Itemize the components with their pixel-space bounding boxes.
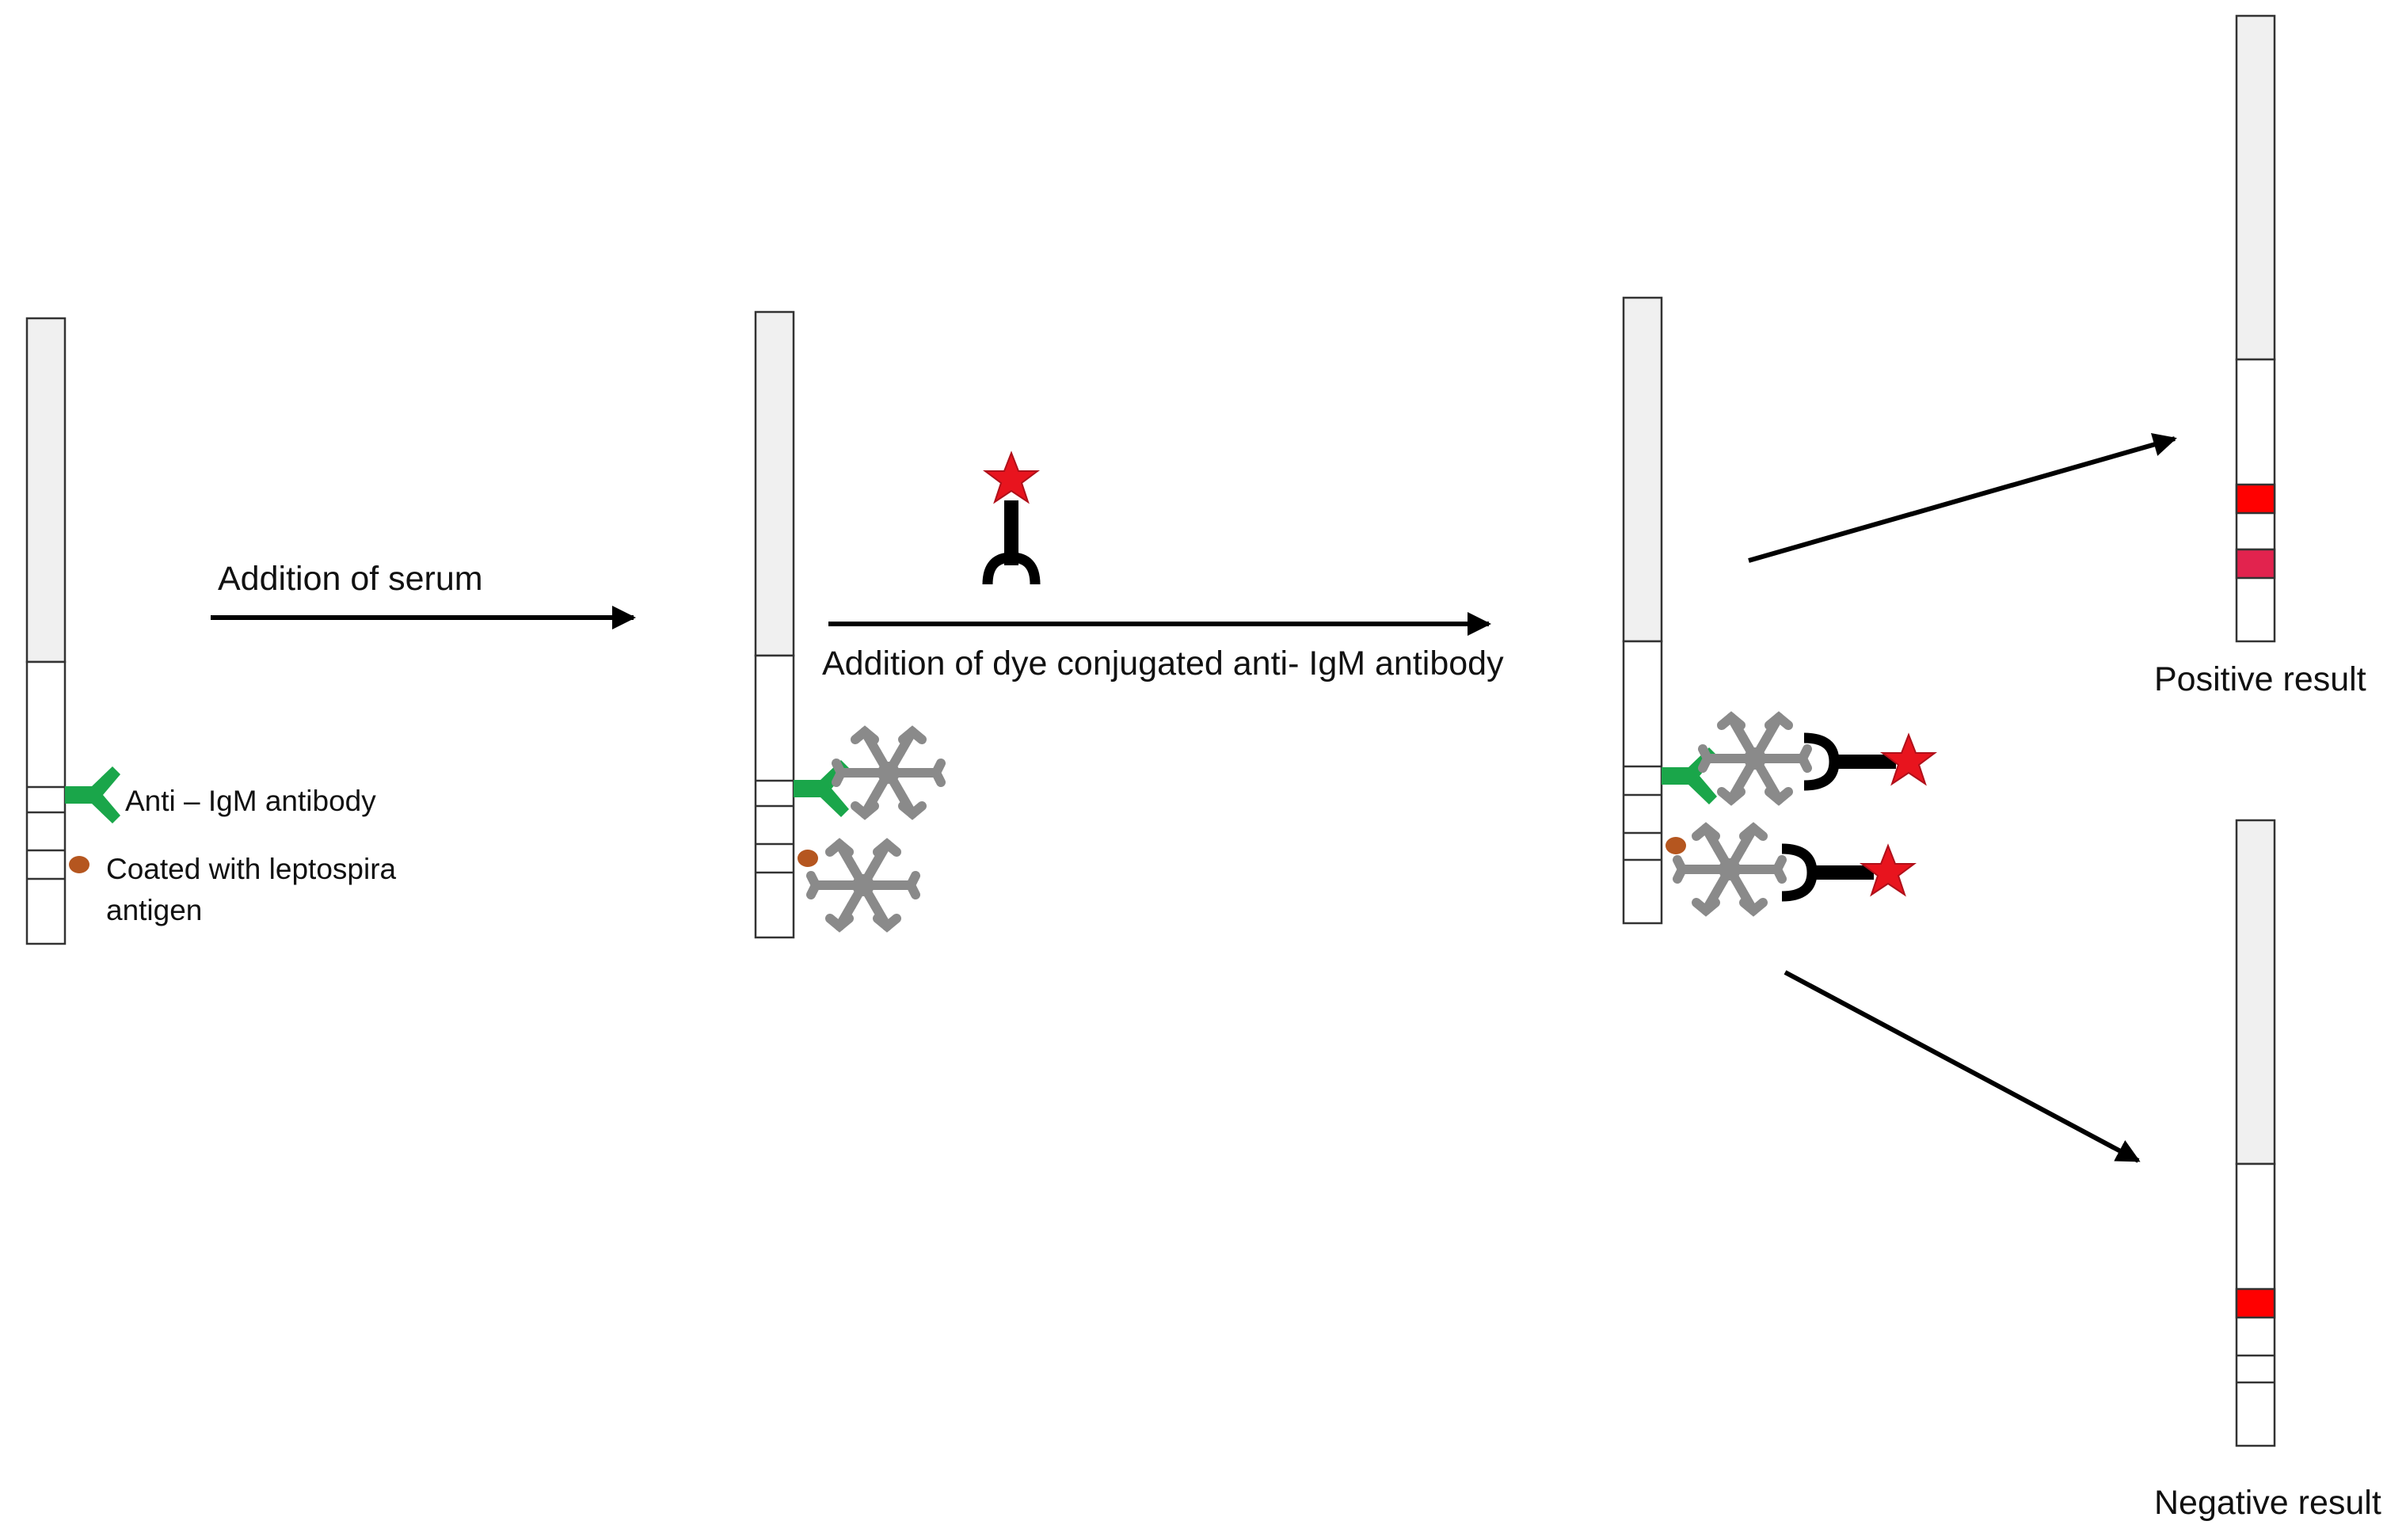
- control-band: [2235, 483, 2276, 515]
- test-strip-initial: [25, 317, 67, 945]
- test-strip-after-conjugate: [1622, 296, 1663, 925]
- arrow-to-negative: [1784, 970, 2141, 1163]
- positive-result-label: Positive result: [2154, 660, 2366, 698]
- add-conjugate-label: Addition of dye conjugated anti- IgM ant…: [822, 645, 1504, 683]
- positive-result-strip: [2235, 14, 2276, 643]
- conjugate-bottom-icon: [1782, 846, 1915, 896]
- antigen-label-line1: Coated with leptospira: [106, 853, 397, 885]
- test-strip-after-serum: [754, 310, 795, 939]
- igm-on-antigen-icon: [1677, 828, 1782, 911]
- strip-membrane: [1622, 640, 1663, 925]
- igm-on-antibody-icon: [836, 732, 941, 814]
- strip-membrane: [25, 660, 67, 945]
- add-serum-label: Addition of serum: [218, 560, 483, 598]
- strip-absorbent-pad: [2235, 14, 2276, 361]
- strip-absorbent-pad: [754, 310, 795, 657]
- control-band: [2235, 1287, 2276, 1319]
- strip-membrane: [754, 654, 795, 939]
- antigen-dot-icon: [798, 850, 818, 867]
- igm-on-antibody-icon: [1703, 717, 1807, 800]
- dye-conjugate-antibody-icon: [982, 452, 1041, 585]
- negative-result-label: Negative result: [2154, 1484, 2381, 1522]
- igm-on-antigen-icon: [811, 844, 916, 926]
- conjugate-top-icon: [1804, 735, 1936, 785]
- test-band: [2235, 548, 2276, 580]
- strip-absorbent-pad: [1622, 296, 1663, 643]
- anti-igm-label: Anti – IgM antibody: [125, 785, 376, 817]
- strip-absorbent-pad: [25, 317, 67, 664]
- antigen-label-line2: antigen: [106, 894, 202, 926]
- negative-result-strip: [2235, 819, 2276, 1447]
- capture-antibody-icon: [65, 766, 120, 823]
- strip-absorbent-pad: [2235, 819, 2276, 1165]
- arrow-to-positive: [1748, 433, 2177, 563]
- antigen-dot-icon: [1666, 837, 1686, 854]
- antigen-dot-icon: [69, 856, 89, 873]
